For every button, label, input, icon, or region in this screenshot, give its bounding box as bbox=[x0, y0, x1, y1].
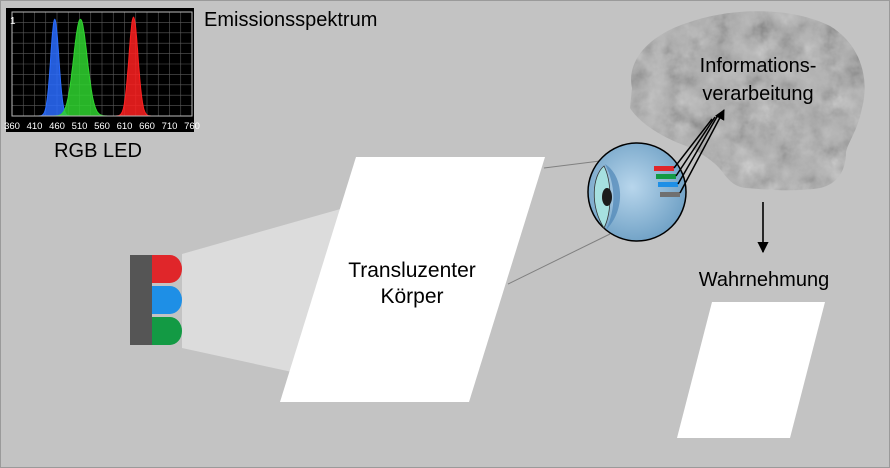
iris bbox=[605, 164, 621, 230]
sight-line-top bbox=[543, 160, 601, 169]
spectrum-chart: 1 360 410 460 510 560 610 660 710 760 bbox=[4, 8, 200, 132]
brain bbox=[630, 11, 865, 191]
spectrum-x-tick-label: 760 bbox=[184, 121, 200, 132]
nerve-arrow bbox=[679, 109, 725, 194]
spectrum-peak-2 bbox=[115, 16, 152, 117]
spectrum-peak-1 bbox=[53, 18, 108, 117]
spectrum-title: Emissionsspektrum bbox=[204, 9, 377, 31]
spectrum-x-tick-labels: 360 410 460 510 560 610 660 710 760 bbox=[4, 121, 200, 132]
perceived-sheet bbox=[677, 302, 825, 438]
spectrum-plot-border bbox=[11, 11, 193, 117]
receptor-green bbox=[656, 174, 676, 179]
led-blue bbox=[152, 286, 182, 314]
spectrum-peaks bbox=[38, 16, 152, 117]
perception-label: Wahrnehmung bbox=[699, 269, 829, 291]
brain-label-line2: verarbeitung bbox=[702, 83, 813, 105]
eye bbox=[587, 142, 687, 242]
spectrum-x-tick-label: 710 bbox=[162, 121, 178, 132]
translucent-body bbox=[280, 157, 545, 402]
led-red bbox=[152, 255, 182, 283]
sight-line-bottom bbox=[507, 233, 611, 285]
receptor-red bbox=[654, 166, 674, 171]
nerve-lines bbox=[673, 109, 725, 194]
spectrum-y-max-label: 1 bbox=[10, 16, 16, 27]
receptor-gray bbox=[660, 192, 680, 197]
pupil bbox=[602, 188, 612, 206]
spectrum-x-tick-label: 610 bbox=[117, 121, 133, 132]
spectrum-x-tick-label: 660 bbox=[139, 121, 155, 132]
translucent-body-label-line2: Körper bbox=[380, 285, 443, 308]
brain-label-line1: Informations- bbox=[700, 55, 817, 77]
receptor-blue bbox=[658, 182, 678, 187]
translucent-body-label-line1: Transluzenter bbox=[348, 259, 476, 282]
spectrum-x-tick-label: 560 bbox=[94, 121, 110, 132]
spectrum-x-tick-label: 410 bbox=[27, 121, 43, 132]
spectrum-x-tick-label: 360 bbox=[4, 121, 20, 132]
led-green bbox=[152, 317, 182, 345]
spectrum-frame bbox=[6, 8, 194, 132]
rgb-led bbox=[130, 255, 182, 345]
led-base bbox=[130, 255, 152, 345]
spectrum-x-tick-label: 460 bbox=[49, 121, 65, 132]
spectrum-caption: RGB LED bbox=[54, 140, 142, 162]
spectrum-x-tick-label: 510 bbox=[72, 121, 88, 132]
